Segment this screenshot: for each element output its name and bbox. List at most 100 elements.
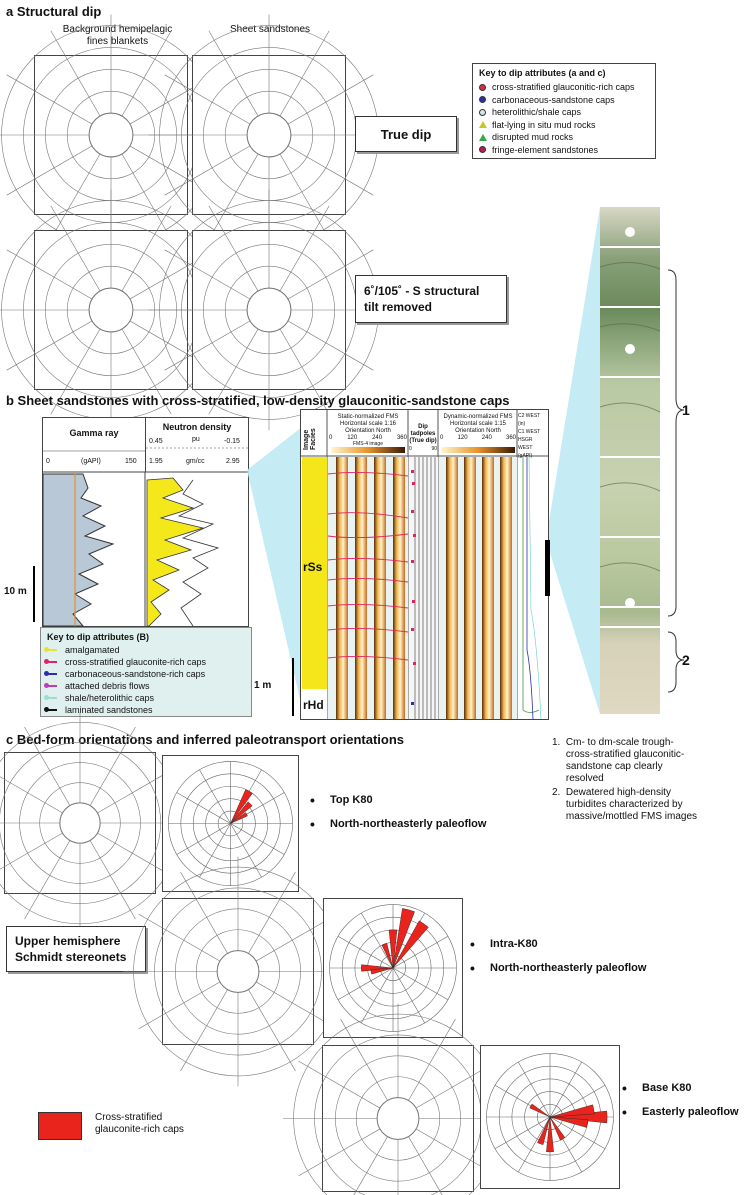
tick: 240 — [481, 435, 492, 441]
stereonet-a-sheet-true — [148, 14, 390, 256]
tadpole-symbol-icon — [44, 671, 57, 676]
static-fms-header: Static-normalized FMS Horizontal scale 1… — [337, 414, 399, 434]
key-b-item-label: cross-stratified glauconite-rich caps — [65, 657, 207, 667]
dynamic-ticks: 0 120 240 360 — [440, 435, 516, 441]
bullet-paleoflow: Easterly paleoflow — [642, 1106, 739, 1118]
stereonet-type-label: Upper hemisphere Schmidt stereonets — [6, 926, 146, 972]
density-unit: gm/cc — [186, 458, 205, 465]
column-label-sheet: Sheet sandstones — [229, 24, 311, 35]
key-title: Key to dip attributes (a and c) — [479, 68, 606, 78]
fms-panel-graphics — [301, 410, 548, 720]
static-sub: FMS-4 image — [352, 441, 383, 447]
fms-image-panel: Image Facies Static-normalized FMS Horiz… — [300, 409, 549, 720]
core-interval-marker — [545, 540, 550, 596]
row1-bullets: •Top K80 •North-northeasterly paleoflow — [310, 792, 487, 832]
key-b-item: cross-stratified glauconite-rich caps — [44, 656, 245, 668]
tick: 360 — [505, 435, 516, 441]
rose-diagram — [486, 1053, 614, 1181]
rose-diagram — [168, 761, 293, 886]
key-b-item-label: amalgamated — [65, 645, 120, 655]
rose-diagram — [329, 904, 457, 1032]
tilt-removed-label: 6˚/105˚ - S structural tilt removed — [355, 275, 507, 323]
tick: 90 — [431, 446, 437, 452]
key-b-title: Key to dip attributes (B) — [47, 632, 150, 642]
facies-rhd: rHd — [303, 698, 324, 712]
column-label-background: Background hemipelagic fines blankets — [62, 24, 173, 47]
gamma-min: 0 — [46, 458, 50, 465]
log-header-hsgr: HSGR WEST — [518, 437, 533, 451]
dot-symbol-icon — [479, 83, 486, 91]
tick: 120 — [347, 435, 358, 441]
key-item-label: disrupted mud rocks — [492, 132, 574, 143]
core-photo-image — [599, 207, 661, 714]
triangle-symbol-icon — [479, 133, 487, 141]
section-b-title: b Sheet sandstones with cross-stratified… — [6, 393, 510, 408]
neutron-density-header: Neutron density — [162, 422, 232, 432]
log-headers: C2 WEST (in) C1 WEST HSGR WEST (gAPI) — [518, 412, 547, 460]
scale-bar-1m — [292, 658, 294, 716]
tadpole-symbol-icon — [44, 659, 57, 664]
bullet-unit: Base K80 — [642, 1082, 692, 1094]
row3-bullets: •Base K80 •Easterly paleoflow — [622, 1080, 739, 1120]
log-header-c1: C1 WEST — [518, 429, 541, 435]
log-unit-gapi: (gAPI) — [518, 453, 533, 459]
key-item: disrupted mud rocks — [479, 131, 649, 144]
stereonet-c-base — [283, 1003, 513, 1195]
key-item-label: fringe-element sandstones — [492, 144, 599, 155]
key-item: heterolithic/shale caps — [479, 106, 649, 119]
stereonet-grid — [123, 856, 353, 1087]
section-a-title: a Structural dip — [6, 4, 102, 19]
stereonet-grid — [148, 189, 390, 431]
dot-symbol-icon — [479, 146, 486, 154]
density-left: 1.95 — [149, 458, 163, 465]
scale-10m-label: 10 m — [4, 586, 27, 597]
key-dip-attributes-b: Key to dip attributes (B) amalgamated cro… — [40, 627, 252, 717]
dot-symbol-icon — [479, 108, 486, 116]
dynamic-fms-header: Dynamic-normalized FMS Horizontal scale … — [443, 414, 513, 434]
neutron-left: 0.45 — [149, 438, 163, 445]
rose-c-intra — [323, 898, 463, 1038]
well-log-curves — [42, 447, 248, 627]
rose-c-top — [162, 755, 299, 892]
key-b-item-label: carbonaceous-sandstone-rich caps — [65, 669, 206, 679]
log-unit: (in) — [518, 421, 526, 427]
key-item: flat-lying in situ mud rocks — [479, 119, 649, 132]
density-right: 2.95 — [226, 458, 240, 465]
true-dip-label: True dip — [355, 116, 457, 152]
gamma-ray-header: Gamma ray — [69, 428, 119, 438]
key-item: fringe-element sandstones — [479, 144, 649, 157]
key-item: carbonaceous-sandstone caps — [479, 94, 649, 107]
section-c-title: c Bed-form orientations and inferred pal… — [6, 732, 404, 747]
note-1: 1. Cm- to dm-scale trough- cross-stratif… — [552, 737, 685, 784]
tadpole-symbol-icon — [44, 683, 57, 688]
core-label-1: 1 — [682, 402, 690, 418]
tadpole-symbol-icon — [44, 695, 57, 700]
neutron-right: -0.15 — [224, 438, 240, 445]
tadpole-ticks: 0 90 — [409, 446, 437, 452]
neutron-unit: pu — [192, 436, 200, 443]
tick: 120 — [457, 435, 468, 441]
core-label-2: 2 — [682, 652, 690, 668]
stereonet-a-sheet-tilt — [148, 189, 390, 431]
legend-swatch — [38, 1112, 82, 1140]
key-b-item-label: attached debris flows — [65, 681, 150, 691]
scale-bar-10m — [33, 566, 35, 622]
stereonet-c-intra — [123, 856, 353, 1087]
tick: 360 — [396, 435, 407, 441]
tick: 0 — [440, 435, 444, 441]
well-log-panel: Gamma ray 0 (gAPI) 150 Neutron density 0… — [42, 417, 249, 627]
stereonet-c-top — [0, 712, 191, 934]
key-b-item: carbonaceous-sandstone-rich caps — [44, 668, 245, 680]
key-b-item: amalgamated — [44, 644, 245, 656]
tick: 240 — [372, 435, 383, 441]
key-b-item: shale/heterolithic caps — [44, 692, 245, 704]
tadpole-header: Dip tadpoles (True dip) — [409, 424, 437, 444]
core-notes: 1. Cm- to dm-scale trough- cross-stratif… — [552, 737, 748, 823]
tick: 0 — [409, 446, 412, 452]
key-b-item-label: shale/heterolithic caps — [65, 693, 155, 703]
note-2: 2. Dewatered high-density turbidites cha… — [552, 787, 698, 822]
key-b-item: laminated sandstones — [44, 704, 245, 716]
facies-header: Image Facies — [303, 428, 317, 450]
key-b-item: attached debris flows — [44, 680, 245, 692]
